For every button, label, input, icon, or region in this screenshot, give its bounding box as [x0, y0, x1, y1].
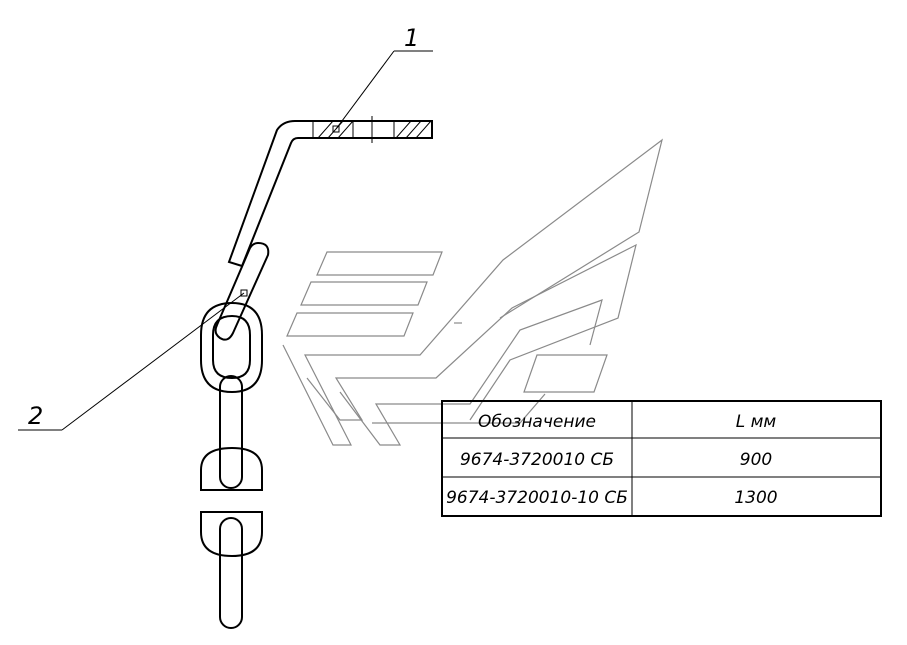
table-row-1-designation: 9674-3720010 СБ — [460, 450, 614, 470]
watermark-logo — [282, 138, 663, 446]
callout-1-label: 1 — [404, 24, 419, 52]
table-row-2-length: 1300 — [734, 488, 777, 508]
table-row-2-designation: 9674-3720010-10 СБ — [446, 488, 628, 508]
chain-part — [200, 241, 270, 629]
table-header-designation: Обозначение — [478, 412, 596, 432]
spec-table: Обозначение L мм 9674-3720010 СБ 900 967… — [441, 400, 882, 517]
callout-1: 1 — [335, 24, 433, 130]
table-row-1-length: 900 — [740, 450, 772, 470]
bracket-part — [227, 116, 433, 268]
table-header-length: L мм — [736, 412, 777, 432]
callout-2-label: 2 — [28, 402, 43, 430]
callout-2: 2 — [18, 292, 245, 431]
